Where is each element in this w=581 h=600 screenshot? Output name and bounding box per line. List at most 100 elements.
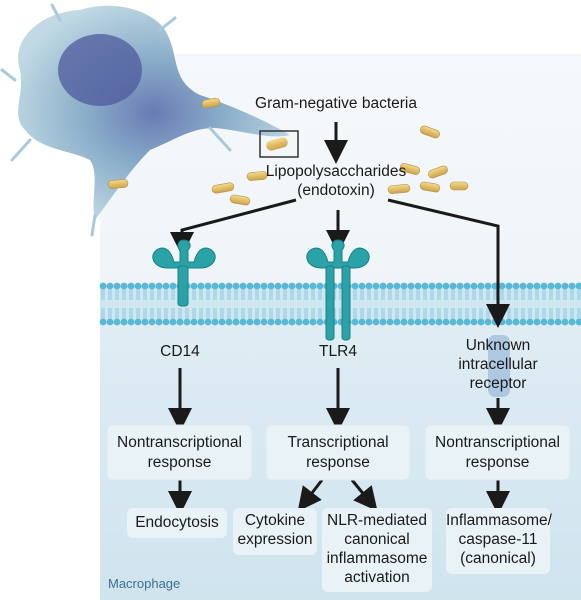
- lipid-head: [267, 318, 275, 326]
- lipid-head: [225, 282, 233, 290]
- unknown-receptor-label-3: receptor: [469, 375, 527, 392]
- arrows: [168, 122, 510, 515]
- lipid-head: [211, 318, 219, 326]
- lipid-head: [120, 282, 128, 290]
- lipid-head: [246, 282, 254, 290]
- bacteria-group: [107, 97, 469, 206]
- lipid-head: [372, 318, 380, 326]
- box-right-response: [424, 424, 571, 481]
- lipid-head: [519, 282, 527, 290]
- lipid-head: [162, 282, 170, 290]
- lipid-head: [155, 282, 163, 290]
- lipid-head: [274, 318, 282, 326]
- source-label: Gram-negative bacteria: [255, 95, 417, 112]
- lipid-head: [512, 282, 520, 290]
- lipid-head: [316, 318, 324, 326]
- lipid-head: [470, 318, 478, 326]
- unknown-receptor-shape: [488, 335, 510, 397]
- lipid-head: [99, 318, 107, 326]
- macrophage-illustration: [0, 3, 290, 237]
- lipid-head: [386, 282, 394, 290]
- lipid-head: [456, 282, 464, 290]
- endocytosis-label: Endocytosis: [135, 514, 219, 531]
- lipid-head: [162, 318, 170, 326]
- lipid-head: [442, 282, 450, 290]
- lipid-head: [561, 318, 569, 326]
- macrophage-label: Macrophage: [108, 576, 181, 591]
- lipid-head: [197, 318, 205, 326]
- inflammasome-line2: caspase-11: [458, 531, 538, 548]
- lipid-head: [211, 282, 219, 290]
- lipid-head: [512, 318, 520, 326]
- lipid-head: [302, 318, 310, 326]
- right-response-line2: response: [465, 454, 530, 471]
- lipid-head: [120, 318, 128, 326]
- right-response-line1: Nontranscriptional: [435, 434, 560, 451]
- lipid-head: [540, 318, 548, 326]
- unknown-receptor-label-2: intracellular: [458, 356, 538, 373]
- lipid-head: [127, 282, 135, 290]
- lipid-head: [568, 318, 576, 326]
- middle-response-line1: Transcriptional: [287, 434, 389, 451]
- lipid-head: [505, 282, 513, 290]
- lipid-head: [190, 282, 198, 290]
- cytokine-line1: Cytokine: [244, 512, 306, 529]
- lipid-head: [449, 282, 457, 290]
- lipid-head: [295, 318, 303, 326]
- lipid-head: [365, 282, 373, 290]
- lipid-head: [421, 282, 429, 290]
- lipid-head: [547, 282, 555, 290]
- lipid-head: [393, 318, 401, 326]
- lipid-head: [351, 318, 359, 326]
- cell-membrane: [99, 282, 581, 326]
- lipid-head: [519, 318, 527, 326]
- box-inflammasome: [446, 508, 550, 574]
- inflammasome-line1: Inflammasome/: [446, 512, 552, 529]
- lipid-head: [463, 318, 471, 326]
- lipid-head: [379, 318, 387, 326]
- lipid-head: [225, 318, 233, 326]
- middle-response-line2: response: [306, 454, 370, 471]
- lipid-head: [176, 318, 184, 326]
- lipid-head: [442, 318, 450, 326]
- box-cytokine: [233, 508, 317, 555]
- lipid-head: [575, 282, 581, 290]
- lipid-head: [358, 282, 366, 290]
- box-endocytosis: [127, 508, 227, 538]
- lipid-head: [155, 318, 163, 326]
- lipid-head: [561, 282, 569, 290]
- lipid-head: [218, 318, 226, 326]
- lipid-head: [232, 318, 240, 326]
- nlr-line4: activation: [344, 569, 410, 586]
- lipid-head: [99, 282, 107, 290]
- lipid-head: [386, 318, 394, 326]
- lipid-head: [141, 282, 149, 290]
- lipid-head: [113, 318, 121, 326]
- cytokine-line2: expression: [237, 531, 313, 548]
- lipid-head: [141, 318, 149, 326]
- lipid-head: [393, 282, 401, 290]
- zoom-box: [259, 130, 299, 158]
- lipid-head: [484, 318, 492, 326]
- lipid-head: [533, 318, 541, 326]
- lipid-head: [435, 282, 443, 290]
- tlr4-label: TLR4: [319, 343, 357, 360]
- lipid-head: [470, 282, 478, 290]
- lipid-head: [498, 282, 506, 290]
- lipid-head: [568, 282, 576, 290]
- box-middle-response: [265, 424, 411, 481]
- lipid-head: [309, 282, 317, 290]
- lipid-head: [218, 282, 226, 290]
- lipid-head: [484, 282, 492, 290]
- lipid-head: [414, 318, 422, 326]
- lipid-head: [477, 318, 485, 326]
- lps-label-line2: (endotoxin): [297, 182, 375, 199]
- lipid-head: [288, 318, 296, 326]
- left-response-line1: Nontranscriptional: [117, 434, 242, 451]
- lipid-head: [414, 282, 422, 290]
- lipid-head: [456, 318, 464, 326]
- lipid-head: [428, 318, 436, 326]
- lipid-head: [204, 318, 212, 326]
- lipid-head: [435, 318, 443, 326]
